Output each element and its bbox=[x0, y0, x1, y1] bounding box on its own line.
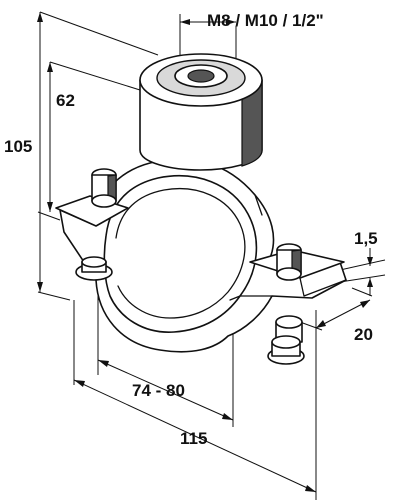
nut bbox=[139, 53, 263, 171]
left-bolt bbox=[75, 168, 117, 281]
thread-size-label: M8 / M10 / 1/2" bbox=[207, 11, 324, 30]
pipe-diameter-label: 74 - 80 bbox=[132, 381, 185, 400]
band-width-label: 20 bbox=[354, 325, 373, 344]
overall-height-label: 105 bbox=[4, 137, 32, 156]
nut-height-label: 62 bbox=[56, 91, 75, 110]
right-bolt bbox=[267, 243, 305, 365]
dimension-lines bbox=[37, 12, 373, 493]
band-thickness-label: 1,5 bbox=[354, 229, 378, 248]
overall-width-label: 115 bbox=[180, 429, 207, 448]
dimension-labels: M8 / M10 / 1/2" 62 105 1,5 20 74 - 80 11… bbox=[4, 11, 378, 448]
clamp-band bbox=[55, 158, 347, 353]
